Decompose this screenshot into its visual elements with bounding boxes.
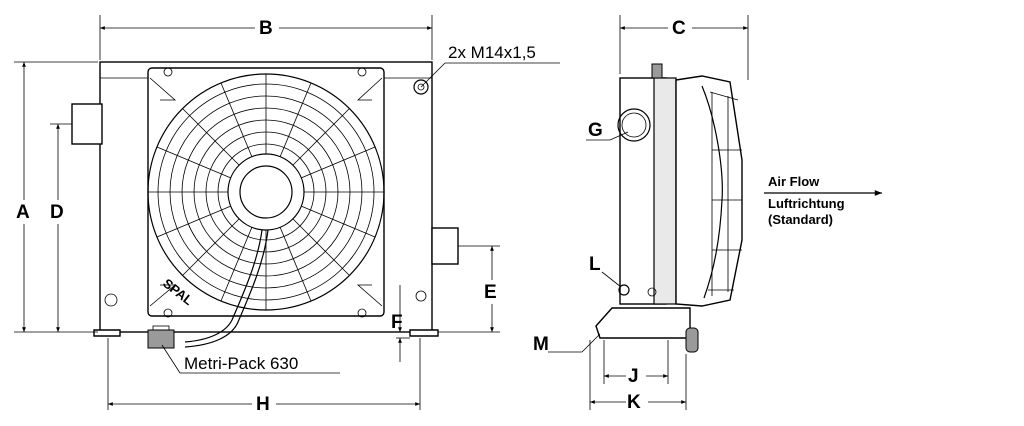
dim-m-label: M xyxy=(533,334,549,355)
outlet-port xyxy=(431,227,459,265)
airflow-label: Air Flow xyxy=(768,174,820,189)
airflow-label-de: Luftrichtung xyxy=(768,196,845,211)
dim-l-label: L xyxy=(589,254,601,275)
side-foot xyxy=(595,307,691,339)
airflow-annotation: Air Flow Luftrichtung (Standard) xyxy=(764,174,883,227)
dim-a-label: A xyxy=(16,202,30,223)
dim-g-label: G xyxy=(588,120,603,141)
dim-k-label: K xyxy=(627,392,641,413)
front-dimensions: B 2x M14x1,5 A D E F H xyxy=(14,15,560,415)
connector-icon xyxy=(147,329,175,349)
dim-d-label: D xyxy=(50,202,64,223)
fan-guard-icon xyxy=(147,73,385,311)
dim-e-label: E xyxy=(484,282,497,303)
airflow-standard-label: (Standard) xyxy=(768,212,833,227)
side-dimensions: C G L M J K xyxy=(533,15,749,413)
connector-note: Metri-Pack 630 xyxy=(184,354,298,373)
shroud-bolt-icon xyxy=(163,67,367,318)
dim-j-label: J xyxy=(628,366,639,387)
front-view: SPAL xyxy=(71,61,459,349)
side-view xyxy=(595,63,743,353)
dim-f-label: F xyxy=(391,312,403,333)
thread-note: 2x M14x1,5 xyxy=(448,43,536,62)
thread-port-icon xyxy=(413,79,429,95)
dim-b-label: B xyxy=(259,18,273,39)
side-fan-shroud xyxy=(675,75,743,307)
dim-c-label: C xyxy=(672,18,686,39)
inlet-port xyxy=(71,103,103,145)
side-connector-icon xyxy=(685,327,699,353)
port-g-icon xyxy=(617,108,651,142)
dim-h-label: H xyxy=(256,394,270,415)
